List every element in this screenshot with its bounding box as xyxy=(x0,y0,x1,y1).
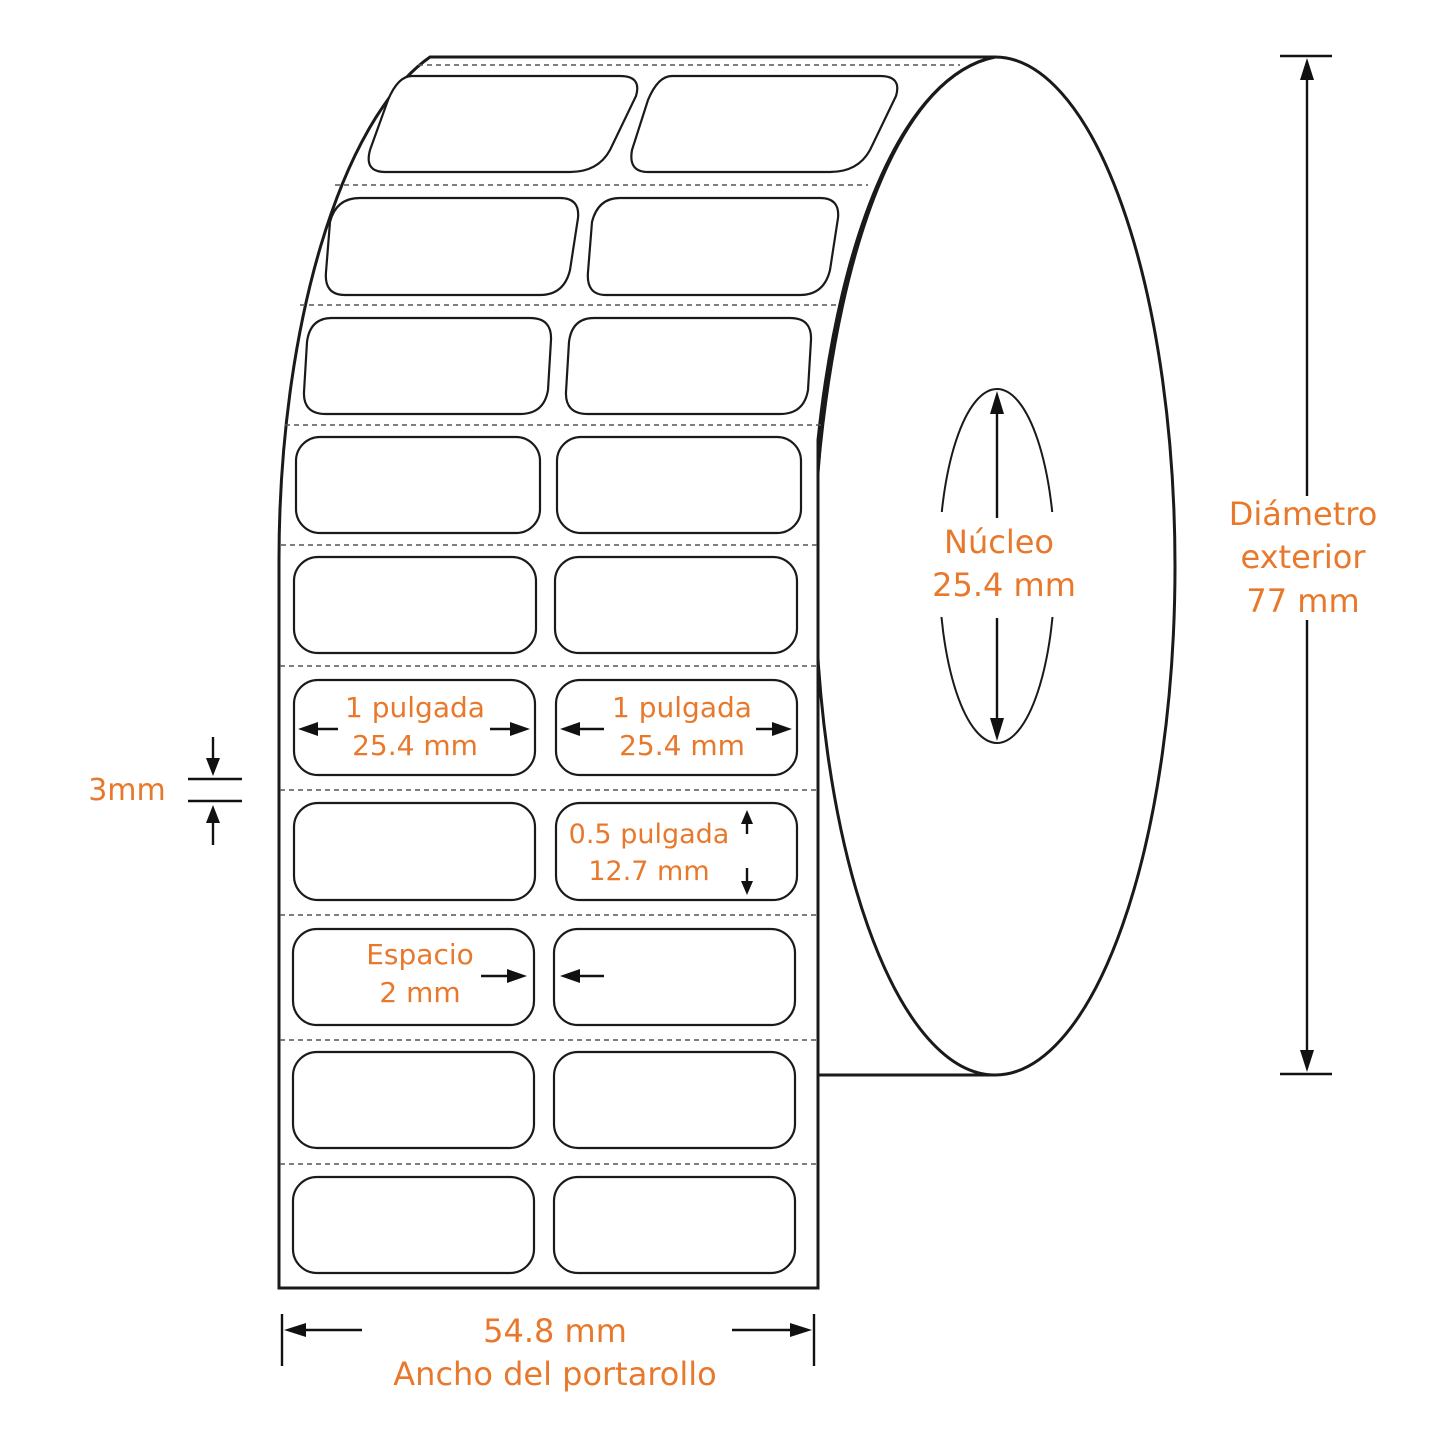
label xyxy=(291,927,536,1027)
roll-width-dimension xyxy=(280,1314,816,1366)
label xyxy=(552,927,797,1027)
arrow-left-icon xyxy=(284,1323,306,1337)
core-text-line1: Núcleo xyxy=(944,523,1054,561)
arrow-up-icon xyxy=(1300,58,1314,80)
arrow-left-icon xyxy=(560,722,580,736)
arrow-up-icon xyxy=(206,805,220,823)
labels xyxy=(291,74,899,1275)
arrow-down-icon xyxy=(990,718,1004,741)
label-height-text-line1: 0.5 pulgada xyxy=(569,819,730,850)
core-text-line2: 25.4 mm xyxy=(932,566,1076,604)
arrow-right-icon xyxy=(510,722,530,736)
gap-text-line2: 2 mm xyxy=(379,976,460,1009)
arrow-right-icon xyxy=(790,1323,812,1337)
arrow-down-icon xyxy=(741,881,753,895)
outer-diameter-dimension xyxy=(1280,54,1332,1076)
arrow-down-icon xyxy=(1300,1050,1314,1072)
label xyxy=(552,1050,797,1150)
core-label-bg xyxy=(925,512,1075,617)
label-width-right-text-line2: 25.4 mm xyxy=(619,729,745,762)
arrow-right-icon xyxy=(772,722,792,736)
arrow-left-icon xyxy=(560,969,580,983)
label-width-arrows xyxy=(298,722,792,736)
perforation-lines xyxy=(280,64,960,1165)
label-width-right-text-line1: 1 pulgada xyxy=(612,691,752,724)
roll-width-text-line2: Ancho del portarollo xyxy=(393,1355,716,1393)
label-height-arrows xyxy=(741,810,753,895)
gap-arrows xyxy=(481,969,604,983)
label xyxy=(630,74,899,174)
label xyxy=(367,74,639,174)
label xyxy=(291,1050,536,1150)
row-gap-text: 3mm xyxy=(88,773,166,808)
gap-text-line1: Espacio xyxy=(366,938,474,971)
label xyxy=(554,801,799,902)
label-height-text-line2: 12.7 mm xyxy=(588,856,709,887)
label xyxy=(554,678,799,777)
label xyxy=(292,555,538,655)
label xyxy=(291,1175,536,1275)
label-width-text-line1: 1 pulgada xyxy=(345,691,485,724)
label xyxy=(553,555,799,655)
label xyxy=(302,316,553,416)
roll-width-text-line1: 54.8 mm xyxy=(483,1312,627,1350)
label xyxy=(292,678,537,777)
outer-diameter-text-line3: 77 mm xyxy=(1246,582,1359,620)
label xyxy=(564,316,813,416)
label xyxy=(552,1175,797,1275)
arrow-right-icon xyxy=(507,969,527,983)
arrow-left-icon xyxy=(298,722,318,736)
label xyxy=(555,435,803,535)
label xyxy=(324,196,580,297)
label-width-text-line2: 25.4 mm xyxy=(352,729,478,762)
arrow-up-icon xyxy=(741,810,753,824)
roll-front-edge xyxy=(816,55,996,1075)
label xyxy=(586,196,840,297)
label xyxy=(292,801,537,902)
outer-diameter-text-line1: Diámetro xyxy=(1229,495,1378,533)
arrow-up-icon xyxy=(990,391,1004,414)
core-diameter-arrows xyxy=(990,391,1004,741)
label xyxy=(294,435,542,535)
arrow-down-icon xyxy=(206,758,220,776)
row-gap-marker xyxy=(188,737,242,845)
outer-diameter-text-line2: exterior xyxy=(1240,538,1366,576)
